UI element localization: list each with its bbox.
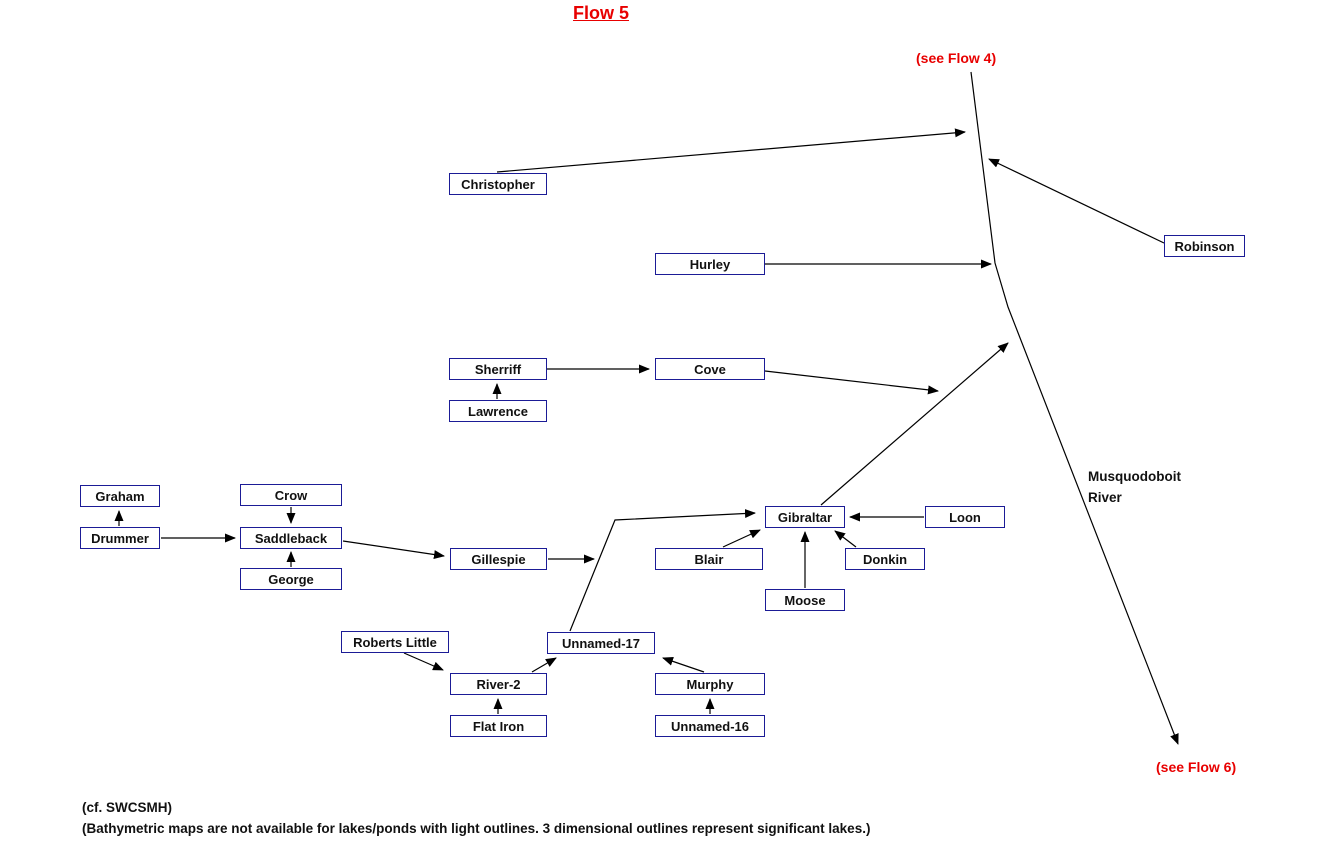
node-loon: Loon bbox=[925, 506, 1005, 528]
edge-unnamed17-gibraltar bbox=[569, 509, 756, 632]
node-hurley: Hurley bbox=[655, 253, 765, 275]
node-drummer: Drummer bbox=[80, 527, 160, 549]
see-flow-4-note: (see Flow 4) bbox=[916, 50, 997, 66]
see-flow-6-note: (see Flow 6) bbox=[1156, 759, 1237, 775]
node-gillespie: Gillespie bbox=[450, 548, 547, 570]
node-gibraltar: Gibraltar bbox=[765, 506, 845, 528]
node-robinson: Robinson bbox=[1164, 235, 1245, 257]
node-unnamed-17: Unnamed-17 bbox=[547, 632, 655, 654]
river-name-line1: Musquodoboit bbox=[1088, 469, 1181, 484]
node-blair: Blair bbox=[655, 548, 763, 570]
node-christopher: Christopher bbox=[449, 173, 547, 195]
edge-christopher-river bbox=[496, 128, 966, 173]
footer-citation: (cf. SWCSMH) bbox=[82, 800, 172, 815]
node-moose: Moose bbox=[765, 589, 845, 611]
node-river-2: River-2 bbox=[450, 673, 547, 695]
node-unnamed-16: Unnamed-16 bbox=[655, 715, 765, 737]
river-name-line2: River bbox=[1088, 490, 1122, 505]
edge-cove-channel bbox=[764, 370, 939, 395]
edge-robertslittle-river2 bbox=[403, 652, 444, 671]
edge-donkin-gibraltar bbox=[834, 530, 857, 548]
node-donkin: Donkin bbox=[845, 548, 925, 570]
node-graham: Graham bbox=[80, 485, 160, 507]
node-roberts-little: Roberts Little bbox=[341, 631, 449, 653]
node-cove: Cove bbox=[655, 358, 765, 380]
edge-gibraltar-river bbox=[820, 342, 1009, 506]
musquodoboit-river-line bbox=[970, 71, 1179, 745]
node-saddleback: Saddleback bbox=[240, 527, 342, 549]
node-sherriff: Sherriff bbox=[449, 358, 547, 380]
edge-robinson-river bbox=[988, 158, 1165, 244]
node-george: George bbox=[240, 568, 342, 590]
node-murphy: Murphy bbox=[655, 673, 765, 695]
page-title: Flow 5 bbox=[572, 3, 630, 23]
edge-murphy-unnamed17 bbox=[662, 656, 705, 673]
node-flat-iron: Flat Iron bbox=[450, 715, 547, 737]
river-name-label: Musquodoboit River bbox=[1088, 466, 1181, 508]
edge-saddleback-gillespie bbox=[342, 540, 445, 559]
node-crow: Crow bbox=[240, 484, 342, 506]
node-lawrence: Lawrence bbox=[449, 400, 547, 422]
edge-blair-gibraltar bbox=[722, 529, 761, 548]
footer-note: (Bathymetric maps are not available for … bbox=[82, 821, 871, 836]
edge-river2-unnamed17 bbox=[531, 657, 557, 673]
